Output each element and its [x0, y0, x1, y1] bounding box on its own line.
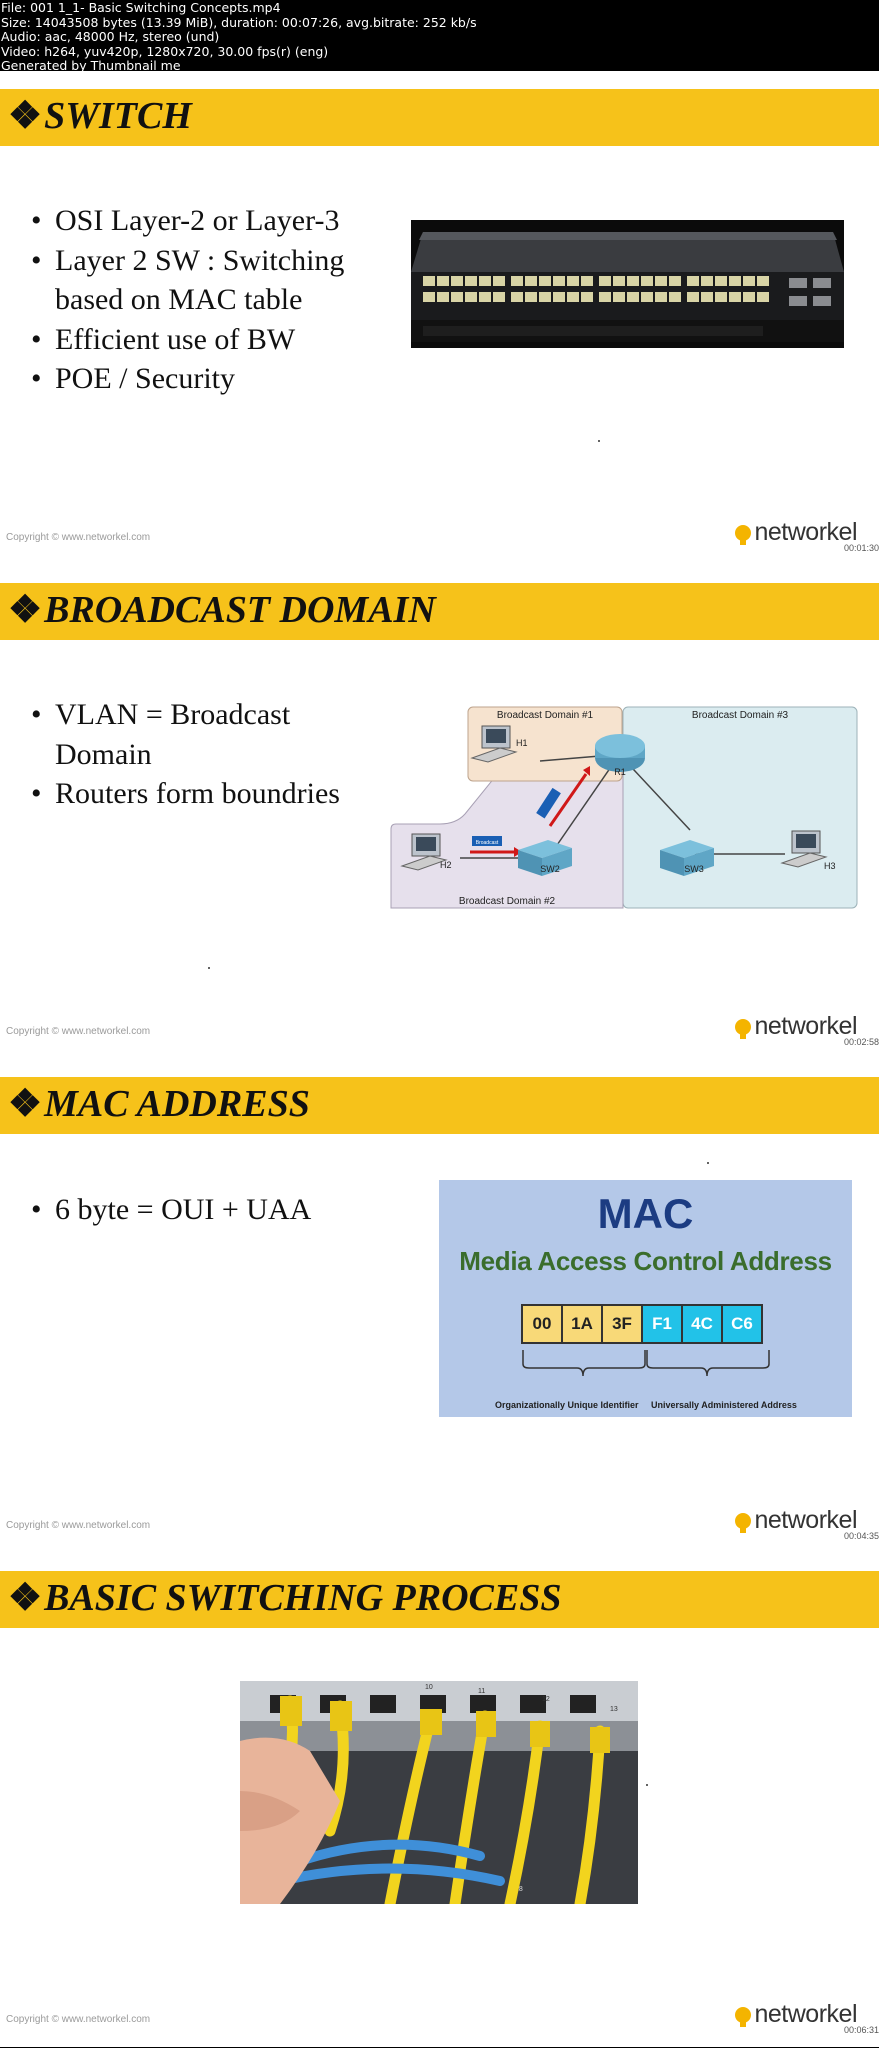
diamond-bullet-icon: ❖ [8, 589, 43, 631]
network-cables-image: 10 11 12 13 13 17 18 [240, 1681, 638, 1904]
bullet-item: POE / Security [31, 359, 344, 399]
video-timestamp: 00:02:58 [843, 1037, 879, 1047]
lightbulb-icon [734, 525, 752, 545]
port-number: 10 [425, 1684, 433, 1691]
mac-byte-cells: 00 1A 3F F1 4C C6 [521, 1304, 763, 1344]
slide-title: BASIC SWITCHING PROCESS [44, 1577, 562, 1619]
mac-address-image: MAC Media Access Control Address 00 1A 3… [439, 1180, 852, 1417]
diamond-bullet-icon: ❖ [8, 95, 43, 137]
slide-title: BROADCAST DOMAIN [44, 589, 436, 631]
logo-text: networkel [754, 1012, 858, 1040]
port-number: 13 [610, 1706, 618, 1713]
slide-switch: ❖SWITCH OSI Layer-2 or Layer-3 Layer 2 S… [0, 71, 879, 565]
diamond-bullet-icon: ❖ [8, 1083, 43, 1125]
file-info-line: File: 001 1_1- Basic Switching Concepts.… [1, 0, 281, 15]
uaa-byte: 4C [681, 1304, 723, 1344]
bullet-item: VLAN = Broadcast [31, 695, 340, 735]
video-timestamp: 00:04:35 [843, 1531, 879, 1541]
broadcast-domain-diagram: R1 SW2 SW3 H1 H2 [390, 706, 858, 910]
slide-mac-address: ❖MAC ADDRESS 6 byte = OUI + UAA MAC Medi… [0, 1059, 879, 1553]
bullet-item: OSI Layer-2 or Layer-3 [31, 201, 344, 241]
switch-label: SW3 [684, 864, 704, 874]
host-label: H3 [824, 861, 836, 871]
file-info-line: Generated by Thumbnail me [1, 58, 181, 73]
networkel-logo: networkel [734, 2000, 858, 2028]
copyright-text: Copyright © www.networkel.com [6, 532, 151, 543]
logo-text: networkel [754, 1506, 858, 1534]
lightbulb-icon [734, 1513, 752, 1533]
router-label: R1 [614, 767, 626, 777]
slide-banner: ❖SWITCH [0, 89, 879, 146]
video-timestamp: 00:01:30 [843, 543, 879, 553]
diamond-bullet-icon: ❖ [8, 1577, 43, 1619]
slide-basic-switching-process: ❖BASIC SWITCHING PROCESS 10 11 12 13 13 … [0, 1553, 879, 2047]
networkel-logo: networkel [734, 1012, 858, 1040]
domain-label: Broadcast Domain #3 [692, 710, 789, 721]
bullet-list: OSI Layer-2 or Layer-3 Layer 2 SW : Swit… [31, 201, 344, 399]
bullet-item: Routers form boundries [31, 774, 340, 814]
uaa-byte: F1 [641, 1304, 683, 1344]
domain-label: Broadcast Domain #2 [459, 896, 556, 907]
oui-byte: 00 [521, 1304, 563, 1344]
logo-text: networkel [754, 2000, 858, 2028]
file-info-line: Video: h264, yuv420p, 1280x720, 30.00 fp… [1, 43, 329, 59]
oui-caption: Organizationally Unique Identifier [495, 1400, 639, 1410]
network-switch-image [411, 220, 844, 348]
slide-banner: ❖BROADCAST DOMAIN [0, 583, 879, 640]
networkel-logo: networkel [734, 518, 858, 546]
broadcast-label: Broadcast [476, 840, 499, 846]
oui-byte: 3F [601, 1304, 643, 1344]
slide-title: MAC ADDRESS [44, 1083, 310, 1125]
uaa-caption: Universally Administered Address [651, 1400, 797, 1410]
port-number: 18 [515, 1886, 523, 1893]
bullet-item: Layer 2 SW : Switching [31, 241, 344, 281]
slide-banner: ❖MAC ADDRESS [0, 1077, 879, 1134]
video-timestamp: 00:06:31 [843, 2025, 879, 2035]
host-label: H2 [440, 860, 452, 870]
lightbulb-icon [734, 1019, 752, 1039]
domain-label: Broadcast Domain #1 [497, 710, 594, 721]
switch-label: SW2 [540, 864, 560, 874]
logo-text: networkel [754, 518, 858, 546]
bullet-item: 6 byte = OUI + UAA [31, 1190, 311, 1230]
copyright-text: Copyright © www.networkel.com [6, 1520, 151, 1531]
bullet-list: VLAN = Broadcast Domain Routers form bou… [31, 695, 340, 814]
bullet-continuation: Domain [55, 737, 152, 771]
copyright-text: Copyright © www.networkel.com [6, 2014, 151, 2025]
oui-byte: 1A [561, 1304, 603, 1344]
copyright-text: Copyright © www.networkel.com [6, 1026, 151, 1037]
file-info-line: Audio: aac, 48000 Hz, stereo (und) [1, 29, 220, 44]
mac-title: MAC [597, 1190, 694, 1237]
bullet-continuation: based on MAC table [55, 283, 303, 316]
bracket-icon [522, 1350, 770, 1377]
file-info-header: File: 001 1_1- Basic Switching Concepts.… [0, 0, 879, 73]
mac-subtitle: Media Access Control Address [459, 1246, 832, 1276]
file-info-line: Size: 14043508 bytes (13.39 MiB), durati… [1, 14, 477, 30]
networkel-logo: networkel [734, 1506, 858, 1534]
bullet-item: Efficient use of BW [31, 320, 344, 360]
bullet-list: 6 byte = OUI + UAA [31, 1190, 311, 1230]
host-label: H1 [516, 738, 528, 748]
slide-title: SWITCH [44, 95, 192, 137]
port-number: 11 [478, 1688, 485, 1695]
lightbulb-icon [734, 2007, 752, 2027]
uaa-byte: C6 [721, 1304, 763, 1344]
slide-banner: ❖BASIC SWITCHING PROCESS [0, 1571, 879, 1628]
slide-broadcast-domain: ❖BROADCAST DOMAIN VLAN = Broadcast Domai… [0, 565, 879, 1059]
port-number: 12 [542, 1696, 550, 1703]
